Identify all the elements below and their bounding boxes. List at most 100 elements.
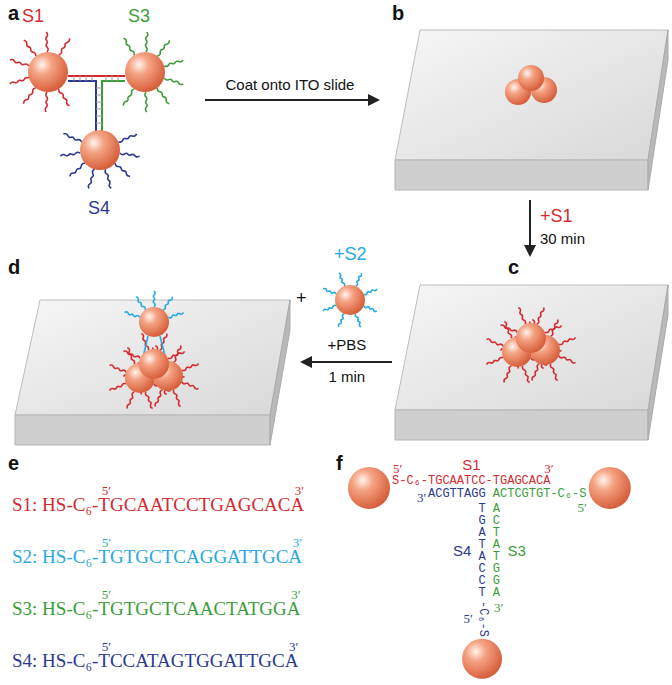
panel-letter: e xyxy=(8,452,19,475)
process-arrow xyxy=(529,200,531,255)
step-label: Coat onto ITO slide xyxy=(226,76,355,93)
slide-side xyxy=(270,300,290,445)
dna-strand xyxy=(70,163,85,176)
bead xyxy=(125,52,165,92)
figure-part xyxy=(74,76,118,81)
dna-strand xyxy=(63,134,81,142)
dna-strand xyxy=(10,60,29,66)
dna-strands xyxy=(10,32,576,408)
dna-strand xyxy=(24,88,36,104)
dna-strand xyxy=(504,366,511,383)
sequence-text: TGATACCT xyxy=(476,503,488,599)
slide-front xyxy=(15,415,270,445)
panel-letter: c xyxy=(508,256,519,279)
end-label: 5′ xyxy=(577,500,586,516)
bead xyxy=(139,349,169,379)
strand-label: S4 xyxy=(453,542,471,559)
slide-side xyxy=(648,285,668,440)
slide-front xyxy=(395,160,648,190)
sequence-text: ACGTTAGG xyxy=(428,487,486,501)
sequence-text: S3: HS-C₆-TGTGCTCAACTATGGA xyxy=(12,598,301,620)
bead xyxy=(80,130,120,170)
slide-front xyxy=(395,410,648,440)
dna-strand xyxy=(355,314,361,327)
linker-text: -C₆-S xyxy=(475,601,488,637)
dna-rungs xyxy=(74,76,118,123)
slide-top xyxy=(15,300,290,415)
dna-strand xyxy=(110,365,127,372)
panel-letter: d xyxy=(8,256,20,279)
bead xyxy=(462,639,502,679)
dna-strand xyxy=(59,89,70,106)
end-label: 3′ xyxy=(544,461,553,477)
bead xyxy=(335,285,365,315)
end-label: 3′ xyxy=(494,600,503,616)
s4-strand xyxy=(68,81,96,131)
reagent-label: +S2 xyxy=(334,244,367,265)
dna-strand xyxy=(550,364,557,381)
dna-strand xyxy=(168,312,183,317)
dna-strand xyxy=(323,288,336,294)
slide-top xyxy=(395,30,668,160)
sequence-text: S4: HS-C₆-TCCATAGTGGATTGCA xyxy=(12,650,298,672)
time-label: 30 min xyxy=(540,230,585,247)
dna-junction xyxy=(68,76,125,131)
bead xyxy=(28,52,68,92)
dna-strand xyxy=(123,89,134,106)
dna-strand xyxy=(145,92,147,112)
panel-letter: f xyxy=(336,452,343,475)
bead xyxy=(516,323,546,353)
sequence-text: S-C₆-TGCAATCC-TGAGCACA xyxy=(392,474,550,488)
dna-strand xyxy=(155,390,162,407)
dna-strand xyxy=(537,308,544,325)
dna-strand xyxy=(127,392,134,409)
sequence-text: ACTCGTGT-C₆-S xyxy=(493,487,587,501)
dna-strand xyxy=(46,32,48,52)
dna-strand xyxy=(323,305,336,311)
dna-strand xyxy=(153,291,155,307)
dna-strand xyxy=(110,383,127,390)
dna-strand xyxy=(45,92,47,112)
dna-strand xyxy=(164,78,183,84)
dna-strand xyxy=(182,363,199,370)
reagent-label: +S1 xyxy=(540,206,573,227)
ito-slide xyxy=(395,285,668,440)
dna-strand xyxy=(145,392,152,409)
dna-strand xyxy=(105,169,111,188)
ito-slide xyxy=(15,300,290,445)
strand-label: S3 xyxy=(507,542,525,559)
dna-strand xyxy=(559,337,576,344)
strand-label: S1 xyxy=(22,6,44,27)
figure-part xyxy=(96,88,102,123)
strand-label: S4 xyxy=(88,198,110,219)
bead xyxy=(518,65,544,91)
dna-strand xyxy=(545,325,562,332)
dna-strand xyxy=(10,78,29,84)
bead xyxy=(589,467,631,509)
dna-strand xyxy=(164,60,183,66)
dna-strand xyxy=(182,382,199,389)
dna-strand xyxy=(124,351,141,358)
dna-strand xyxy=(532,364,539,381)
dna-strand xyxy=(88,169,94,188)
dna-strand xyxy=(559,356,576,363)
ito-slide xyxy=(395,30,668,190)
s1-strand xyxy=(68,75,125,77)
bead xyxy=(348,467,390,509)
dna-strand xyxy=(124,38,135,55)
dna-strand xyxy=(145,32,147,52)
dna-strand xyxy=(59,38,70,55)
strand-label: S3 xyxy=(128,6,150,27)
dna-strand xyxy=(118,134,136,142)
dna-strand xyxy=(24,40,36,56)
dna-strand xyxy=(487,339,504,346)
dna-strand xyxy=(518,308,525,325)
dna-strand xyxy=(522,366,529,383)
gold-beads xyxy=(28,52,631,679)
dna-strand xyxy=(163,297,172,310)
dna-strand xyxy=(60,152,80,156)
dna-strand xyxy=(338,314,344,327)
strand-label: S1 xyxy=(462,456,480,473)
panel-letter: b xyxy=(392,2,404,25)
